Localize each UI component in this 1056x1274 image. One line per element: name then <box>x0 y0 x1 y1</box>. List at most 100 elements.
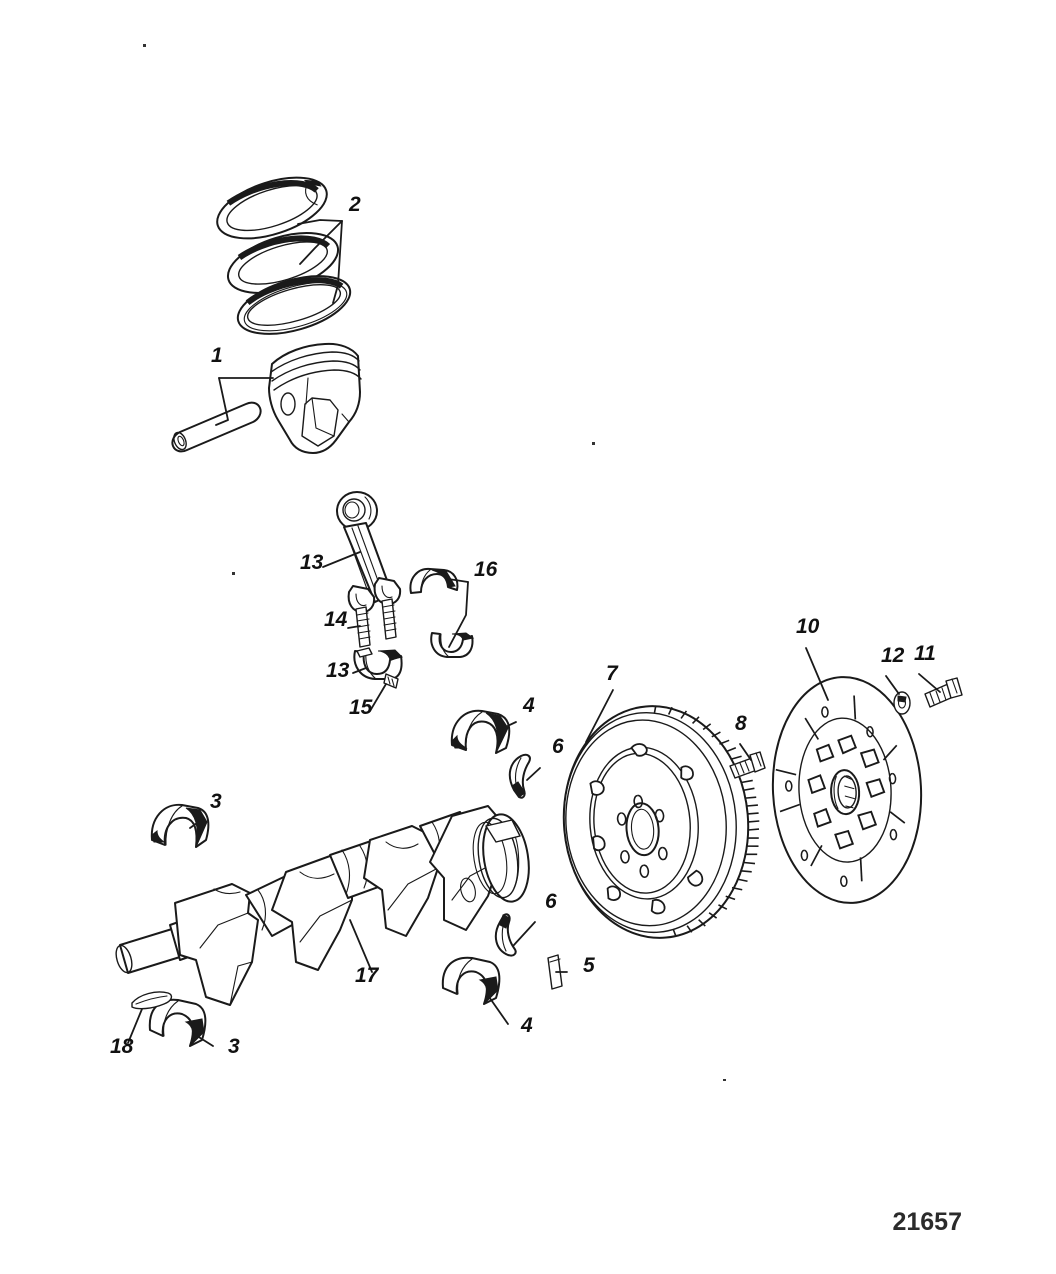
thrust-washer-lower <box>494 913 536 957</box>
scan-speck <box>723 1079 726 1081</box>
piston-skirt-fold <box>311 397 335 437</box>
callout-8: 8 <box>735 712 747 735</box>
damper-spring-windows <box>807 734 886 850</box>
crank-web-1-mark <box>213 888 241 895</box>
piston-assembly-group <box>171 342 362 454</box>
crank-web-1-fold <box>199 912 249 949</box>
leader-4-upper <box>496 721 517 732</box>
main-bearing-3-upper <box>150 803 210 848</box>
leader-2-a <box>297 219 343 225</box>
bearing-shim <box>127 991 173 1044</box>
leader-14 <box>347 625 361 629</box>
rod-bolt-left <box>355 606 371 648</box>
leader-17 <box>349 919 373 973</box>
piston-groove-1 <box>270 351 360 373</box>
main-bearing-3-lower <box>148 998 214 1047</box>
leader-7 <box>585 689 614 743</box>
callout-15: 15 <box>349 696 373 719</box>
leader-6-lower <box>512 921 536 947</box>
callout-2: 2 <box>348 193 361 216</box>
crank-web-3-fold <box>387 867 439 911</box>
rod-bearing-group <box>409 567 475 658</box>
crank-web-1 <box>174 883 259 1006</box>
callout-4b: 4 <box>520 1014 533 1037</box>
flywheel-group <box>562 689 760 939</box>
piston-pin-boss <box>280 392 296 416</box>
crank-web-1-fold-b <box>229 961 253 1006</box>
piston-inner-edge-a <box>305 377 309 405</box>
main-bearing-4-upper <box>450 709 517 754</box>
callout-5: 5 <box>583 954 595 977</box>
ring-3-shade <box>245 277 344 306</box>
scan-speck <box>143 44 146 47</box>
callout-6b: 6 <box>545 890 557 913</box>
damper-bolt <box>918 673 963 708</box>
flywheel-bolt <box>729 743 766 779</box>
callout-7: 7 <box>606 662 619 685</box>
drawing-number: 21657 <box>892 1208 962 1236</box>
rod-bolt-right <box>381 598 397 640</box>
flywheel-lugs <box>589 743 704 915</box>
crank-web-4 <box>429 805 501 931</box>
leader-10 <box>805 647 829 701</box>
leader-11 <box>918 673 941 693</box>
rod-big-end-inner-b <box>381 585 393 599</box>
leader-15 <box>369 683 387 712</box>
crank-web-3-mark <box>385 841 419 849</box>
damper-plate-group <box>771 647 923 904</box>
callout-3a: 3 <box>210 790 222 813</box>
crank-rear-flange <box>472 813 530 903</box>
rod-beam-rib-a <box>351 527 379 599</box>
scan-speck <box>592 442 595 445</box>
leader-16-b <box>448 581 469 648</box>
scan-speck <box>232 572 235 575</box>
callout-13b: 13 <box>326 659 350 682</box>
leader-8 <box>739 743 752 761</box>
leader-3-upper <box>189 817 205 829</box>
leader-2-b <box>299 220 343 265</box>
connecting-rod-group <box>322 491 402 648</box>
callout-17: 17 <box>355 964 380 987</box>
piston-edge-right <box>341 413 350 423</box>
callout-11: 11 <box>914 642 936 665</box>
crank-journal-2-edge <box>341 849 351 895</box>
callout-18: 18 <box>110 1035 134 1058</box>
callout-1: 1 <box>211 344 223 367</box>
leader-3-lower <box>193 1033 214 1047</box>
leader-13-cap <box>352 667 367 674</box>
crank-web-2-fold <box>299 899 353 943</box>
callout-10: 10 <box>796 615 820 638</box>
piston-groove-2 <box>271 360 361 382</box>
flywheel-bolt-holes <box>616 794 668 878</box>
rod-nut <box>369 673 399 712</box>
wrist-pin <box>171 401 262 453</box>
piston-groove-3 <box>273 369 362 391</box>
callout-14: 14 <box>324 608 348 631</box>
piston-skirt-window <box>301 397 339 447</box>
callout-13a: 13 <box>300 551 324 574</box>
crank-snout-end <box>115 944 133 974</box>
piston-ring-set-group <box>216 176 352 335</box>
leader-13-rod <box>322 551 361 568</box>
rod-bearing-upper <box>409 567 459 594</box>
callout-labels: 1 2 3 3 4 4 5 6 6 7 8 10 11 12 13 13 14 … <box>110 193 936 1058</box>
ring-1-shade <box>226 180 319 206</box>
leader-18 <box>127 1008 143 1044</box>
callout-16: 16 <box>474 558 498 581</box>
connecting-rod-cap <box>352 647 403 680</box>
crankshaft-group <box>115 805 530 1006</box>
callout-6a: 6 <box>552 735 564 758</box>
leader-4-lower <box>486 993 509 1025</box>
rod-big-end-inner-a <box>355 593 367 607</box>
damper-washer <box>885 675 911 715</box>
crank-snout <box>119 928 181 974</box>
thrust-washer-upper <box>508 753 541 799</box>
main-bearing-4-lower <box>441 956 509 1025</box>
callout-4a: 4 <box>522 694 535 717</box>
callout-3b: 3 <box>228 1035 240 1058</box>
crank-web-2-mark <box>299 871 335 879</box>
rod-bearing-lower <box>430 632 475 658</box>
leader-12 <box>885 675 900 695</box>
leader-16-a <box>447 578 469 583</box>
